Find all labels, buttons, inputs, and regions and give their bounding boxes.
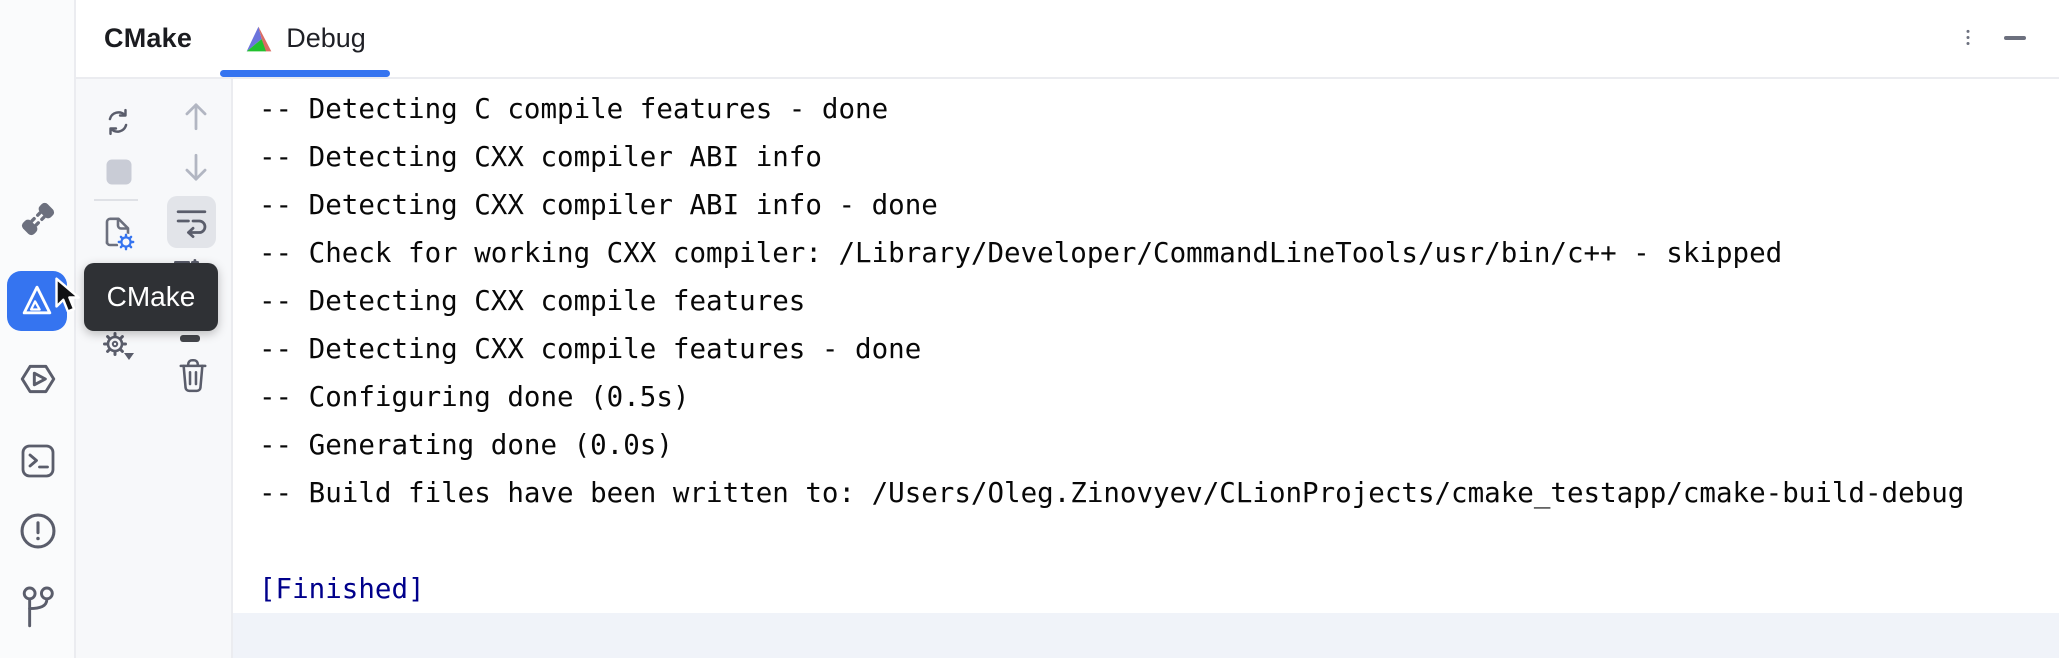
caret-line-highlight — [233, 613, 2059, 658]
tool-window-button-services[interactable] — [8, 350, 68, 410]
cmake-settings-gear-button[interactable] — [94, 325, 142, 369]
soft-wrap-icon — [173, 202, 210, 242]
console-toolbar — [76, 79, 233, 658]
kebab-menu-icon[interactable] — [1957, 14, 1979, 62]
cmake-icon — [18, 281, 56, 322]
tooltip: CMake — [84, 263, 218, 331]
plug-disconnect-icon — [17, 198, 59, 243]
print-icon[interactable] — [180, 330, 200, 348]
console-line: -- Build files have been written to: /Us… — [259, 477, 1965, 509]
stop-icon — [106, 159, 132, 188]
console-line: -- Generating done (0.0s) — [259, 429, 673, 461]
problems-exclamation-icon — [16, 509, 60, 556]
minimize-icon[interactable] — [1998, 20, 2032, 56]
console-line: -- Configuring done (0.5s) — [259, 381, 690, 413]
tool-window-button-problems[interactable] — [8, 502, 68, 562]
console-line: -- Detecting C compile features - done — [259, 93, 889, 125]
tool-window-bar — [0, 0, 76, 658]
prev-message-button[interactable] — [176, 97, 216, 137]
stop-button[interactable] — [99, 153, 139, 193]
clear-all-button[interactable] — [171, 355, 215, 399]
mouse-cursor — [47, 277, 85, 326]
reload-cmake-button[interactable] — [94, 99, 142, 147]
tool-window-header: CMake Debug — [76, 0, 2059, 79]
git-branch-icon — [17, 583, 59, 634]
gear-dropdown-icon — [98, 328, 138, 367]
terminal-icon — [18, 441, 58, 484]
active-tab-underline — [220, 70, 390, 77]
tool-window-button-debugger[interactable] — [8, 190, 68, 250]
open-cmake-settings-button[interactable] — [94, 211, 142, 255]
file-with-gear-icon — [99, 213, 137, 254]
tool-window-button-version-control[interactable] — [8, 578, 68, 638]
reload-refresh-icon — [101, 105, 135, 142]
page-title: CMake — [104, 23, 193, 53]
tool-window-button-terminal[interactable] — [8, 432, 68, 492]
console-line: -- Detecting CXX compiler ABI info - don… — [259, 189, 938, 221]
toolbar-separator — [94, 199, 138, 201]
console-line: -- Detecting CXX compiler ABI info — [259, 141, 822, 173]
console-line: -- Check for working CXX compiler: /Libr… — [259, 237, 1783, 269]
services-hexagon-play-icon — [16, 358, 60, 403]
next-message-button[interactable] — [176, 149, 216, 189]
console-blank-line — [259, 517, 2059, 565]
tooltip-text: CMake — [106, 281, 196, 312]
arrow-up-icon — [182, 100, 210, 135]
console-output[interactable]: -- Detecting C compile features - done -… — [233, 79, 2059, 658]
tab-label: Debug — [286, 23, 366, 53]
cmake-logo-icon — [244, 24, 274, 54]
console-line: -- Detecting CXX compile features — [259, 285, 806, 317]
trash-icon — [177, 358, 209, 396]
minimize-bar — [2004, 36, 2026, 40]
soft-wrap-button[interactable] — [167, 196, 216, 248]
console-system-message: [Finished] — [259, 573, 425, 605]
arrow-down-icon — [182, 152, 210, 187]
console-line: -- Detecting CXX compile features - done — [259, 333, 922, 365]
tab-debug[interactable]: Debug — [220, 0, 390, 77]
